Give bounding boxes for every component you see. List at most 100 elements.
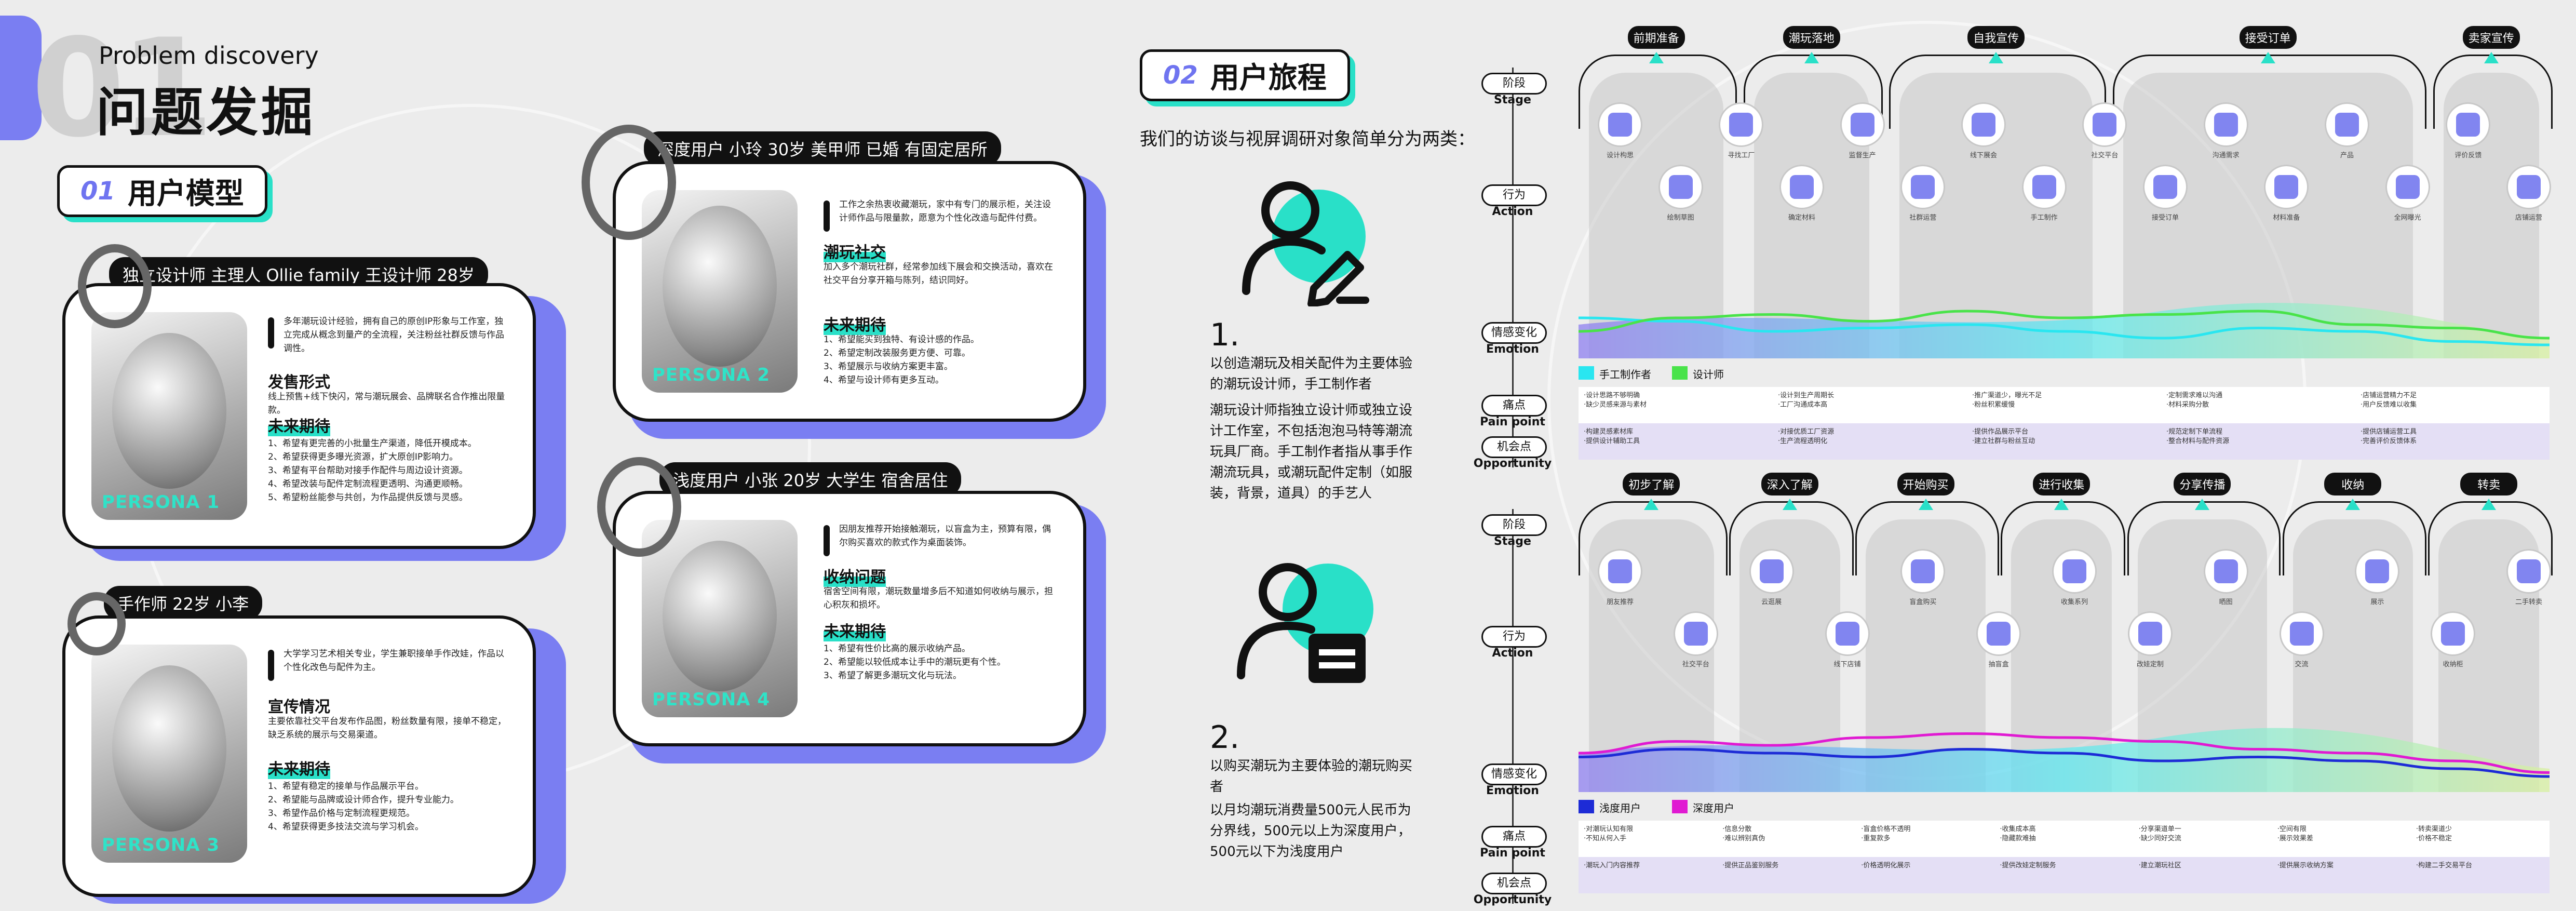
opportunity-text: ·提供作品展示平台 ·建立社群与粉丝互动 bbox=[1972, 428, 2035, 445]
action-label: 材料准备 bbox=[2273, 214, 2300, 222]
figure-image bbox=[663, 541, 777, 691]
user-model-title: 用户模型 bbox=[127, 177, 244, 211]
stage-tag: 前期准备 bbox=[1627, 26, 1685, 49]
persona-1-para-1: 线上预售+线下快闪，常与潮玩展会、品牌联名合作推出限量款。 bbox=[268, 392, 505, 416]
opportunity-text: ·潮玩入门内容推荐 bbox=[1584, 862, 1640, 869]
type-2-detail: 以月均潮玩消费量500元人民币为分界线，500元以上为深度用户，500元以下为浅… bbox=[1210, 802, 1411, 860]
action-label: 全网曝光 bbox=[2394, 214, 2421, 222]
action-label: 绘制草图 bbox=[1667, 214, 1694, 222]
opportunity-text: ·规范定制下单流程 ·整合材料与配件资源 bbox=[2166, 428, 2230, 445]
action-label: 线下展会 bbox=[1970, 152, 1997, 159]
action-label: 社群运营 bbox=[1909, 214, 1937, 222]
action-label: 线下店铺 bbox=[1833, 661, 1861, 668]
row-label-action: 行为 bbox=[1481, 184, 1547, 206]
action-icon bbox=[2153, 175, 2177, 199]
persona-4-intro: 因朋友推荐开始接触潮玩，以盲盒为主，预算有限，偶尔购买喜欢的款式作为桌面装饰。 bbox=[839, 524, 1051, 548]
legend-label: 设计师 bbox=[1693, 368, 1724, 381]
action-label: 晒图 bbox=[2219, 598, 2233, 606]
emotion-chart bbox=[1579, 303, 2550, 358]
persona-3-para-1: 主要依靠社交平台发布作品图，粉丝数量有限，接单不稳定，缺乏系统的展示与交易渠道。 bbox=[268, 716, 506, 740]
figure-image bbox=[663, 206, 777, 367]
persona-3-photo-name: PERSONA 3 bbox=[102, 835, 220, 855]
persona-4-heading-1: 收纳问题 bbox=[824, 564, 886, 587]
persona-3-heading-1: 宣传情况 bbox=[268, 698, 330, 716]
pain-point-text: ·店铺运营精力不足 ·用户反馈难以收集 bbox=[2361, 392, 2417, 409]
persona-2-heading-2: 未来期待 bbox=[824, 312, 886, 335]
stage-tag: 开始购买 bbox=[1897, 473, 1954, 495]
opportunity-text: ·构建二手交易平台 bbox=[2416, 862, 2472, 869]
stage-tag: 分享传播 bbox=[2174, 473, 2231, 495]
user-journey-header: 02 用户旅程 bbox=[1140, 49, 1350, 101]
emotion-area bbox=[1579, 728, 2550, 792]
stage-tag: 自我宣传 bbox=[1967, 26, 2025, 49]
pain-point-text: ·推广渠道少，曝光不足 ·粉丝积累缓慢 bbox=[1972, 392, 2042, 409]
action-icon bbox=[2214, 559, 2238, 583]
stage-tag: 收纳 bbox=[2324, 473, 2382, 495]
opportunity-band bbox=[1579, 423, 2550, 460]
stage-pointer bbox=[1649, 52, 1664, 63]
row-sub-stage: Stage bbox=[1494, 535, 1531, 548]
stage-tag: 深入了解 bbox=[1761, 473, 1818, 495]
buyer-card-icon bbox=[1237, 563, 1366, 683]
row-label-emotion: 情感变化 bbox=[1481, 763, 1547, 785]
action-label: 店铺运营 bbox=[2515, 214, 2542, 222]
action-icon bbox=[2441, 622, 2465, 646]
legend-label: 手工制作者 bbox=[1599, 368, 1651, 381]
user-model-number: 01 bbox=[80, 177, 115, 206]
row-label-stage: 阶段 bbox=[1481, 514, 1547, 536]
action-label: 接受订单 bbox=[2151, 214, 2179, 222]
row-sub-pain: Pain point bbox=[1480, 847, 1545, 860]
persona-1-heading-2: 未来期待 bbox=[268, 413, 330, 436]
action-icon bbox=[1608, 559, 1632, 583]
opportunity-text: ·提供改娃定制服务 bbox=[2000, 862, 2056, 869]
action-icon bbox=[1683, 622, 1708, 646]
action-icon bbox=[1608, 113, 1632, 137]
persona-1-photo: PERSONA 1 bbox=[91, 312, 247, 520]
action-label: 收集系列 bbox=[2060, 598, 2088, 606]
opportunity-text: ·价格透明化展示 bbox=[1861, 862, 1911, 869]
opportunity-text: ·构建灵感素材库 ·提供设计辅助工具 bbox=[1584, 428, 1640, 445]
figure-image bbox=[112, 333, 226, 489]
stage-pointer bbox=[1644, 499, 1659, 510]
action-label: 寻找工厂 bbox=[1728, 152, 1755, 159]
row-label-pain: 痛点 bbox=[1481, 826, 1547, 848]
pain-point-text: ·设计思路不够明确 ·缺少灵感来源与素材 bbox=[1584, 392, 1647, 409]
type-2-number: 2. bbox=[1210, 719, 1240, 756]
persona-2-photo: PERSONA 2 bbox=[642, 190, 798, 393]
persona-4-card: PERSONA 4 因朋友推荐开始接触潮玩，以盲盒为主，预算有限，偶尔购买喜欢的… bbox=[613, 491, 1086, 746]
persona-1-card: PERSONA 1 多年潮玩设计经验，拥有自己的原创IP形象与工作室，独立完成从… bbox=[62, 283, 536, 549]
pain-point-text: ·收集成本高 ·隐藏款难抽 bbox=[2000, 825, 2036, 842]
action-icon bbox=[2517, 175, 2541, 199]
persona-1-para-2: 1、希望有更完善的小批量生产渠道，降低开模成本。 2、希望获得更多曝光资源，扩大… bbox=[268, 438, 477, 503]
emotion-line bbox=[1579, 732, 2550, 774]
persona-4-photo-name: PERSONA 4 bbox=[652, 689, 770, 710]
legend-swatch bbox=[1672, 800, 1688, 813]
pain-point-text: ·设计到生产周期长 ·工厂沟通成本高 bbox=[1778, 392, 1835, 409]
persona-1-bar bbox=[268, 317, 274, 349]
figure-image bbox=[112, 665, 226, 832]
persona-2-para-1: 加入多个潮玩社群，经常参加线下展会和交换活动，喜欢在社交平台分享开箱与陈列，结识… bbox=[824, 262, 1053, 286]
accent-bar bbox=[0, 16, 42, 140]
persona-2-photo-name: PERSONA 2 bbox=[652, 365, 770, 385]
row-label-emotion: 情感变化 bbox=[1481, 322, 1547, 344]
stage-tag: 进行收集 bbox=[2033, 473, 2091, 495]
action-icon bbox=[1668, 175, 1693, 199]
persona-4-para-2: 1、希望有性价比高的展示收纳产品。 2、希望能以较低成本让手中的潮玩更有个性。 … bbox=[824, 644, 1006, 681]
row-sub-opportunity: Opportunity bbox=[1473, 457, 1552, 470]
persona-2-heading-1: 潮玩社交 bbox=[824, 239, 886, 262]
pain-band bbox=[1579, 821, 2550, 857]
action-label: 二手转卖 bbox=[2515, 598, 2542, 606]
action-label: 展示 bbox=[2370, 598, 2384, 606]
action-icon bbox=[1987, 622, 2011, 646]
ring-ornament-4 bbox=[597, 457, 681, 557]
designer-pencil-icon bbox=[1242, 181, 1369, 306]
persona-3-para-2: 1、希望有稳定的接单与作品展示平台。 2、希望能与品牌或设计师合作，提升专业能力… bbox=[268, 781, 459, 832]
opportunity-text: ·提供店铺运营工具 ·完善评价反馈体系 bbox=[2361, 428, 2417, 445]
persona-3-bar bbox=[268, 650, 274, 681]
opportunity-text: ·对接优质工厂资源 ·生产流程透明化 bbox=[1778, 428, 1835, 445]
row-label-stage: 阶段 bbox=[1481, 73, 1547, 95]
legend-label: 浅度用户 bbox=[1599, 802, 1641, 814]
pain-point-text: ·盲盒价格不透明 ·重复款多 bbox=[1861, 825, 1911, 842]
persona-4-bar bbox=[824, 525, 830, 556]
persona-3-photo: PERSONA 3 bbox=[91, 645, 247, 863]
